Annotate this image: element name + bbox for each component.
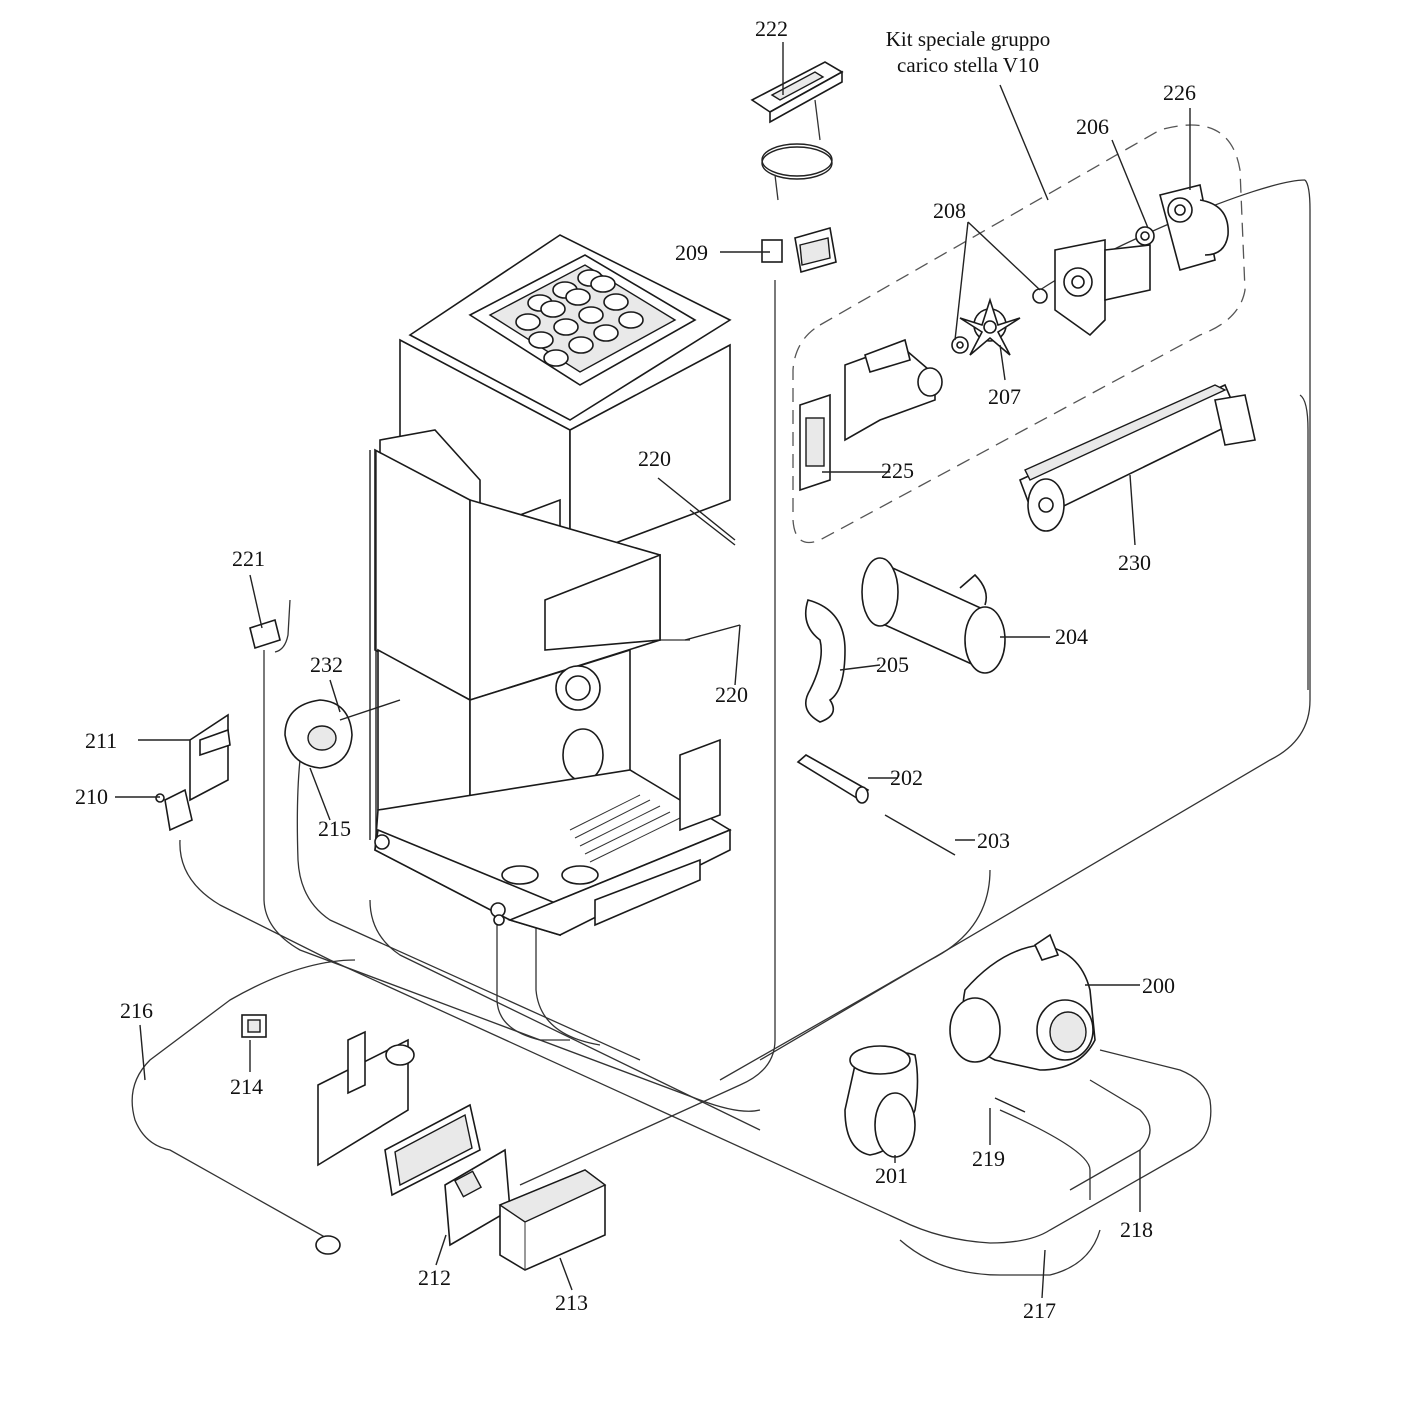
label-220-upper: 220 bbox=[638, 446, 671, 471]
label-205: 205 bbox=[876, 652, 909, 677]
label-208: 208 bbox=[933, 198, 966, 223]
part-201-elbow[interactable] bbox=[844, 1045, 919, 1158]
label-218: 218 bbox=[1120, 1217, 1153, 1242]
label-201: 201 bbox=[875, 1163, 908, 1188]
label-213: 213 bbox=[555, 1290, 588, 1315]
part-211-bracket[interactable] bbox=[189, 713, 231, 802]
label-214: 214 bbox=[230, 1074, 263, 1099]
part-213-power-module[interactable] bbox=[498, 1169, 607, 1271]
label-212: 212 bbox=[418, 1265, 451, 1290]
part-219-rod[interactable] bbox=[994, 1097, 1026, 1113]
part-210-thermostat[interactable] bbox=[155, 788, 193, 832]
part-205-hose[interactable] bbox=[804, 599, 846, 723]
part-220-sensors[interactable] bbox=[684, 509, 741, 641]
kit-label-line2: carico stella V10 bbox=[897, 53, 1039, 77]
label-220-lower: 220 bbox=[715, 682, 748, 707]
part-230-auger[interactable] bbox=[1018, 383, 1256, 532]
label-215: 215 bbox=[318, 816, 351, 841]
part-212-board[interactable] bbox=[384, 1103, 511, 1247]
part-204-exhaust-pipe[interactable] bbox=[861, 557, 1006, 674]
label-203: 203 bbox=[977, 828, 1010, 853]
part-200-extractor-fan[interactable] bbox=[949, 933, 1096, 1071]
burner-holes bbox=[515, 269, 644, 367]
label-222: 222 bbox=[755, 16, 788, 41]
label-226: 226 bbox=[1163, 80, 1196, 105]
part-226-gear-motor[interactable] bbox=[1159, 184, 1229, 271]
label-216: 216 bbox=[120, 998, 153, 1023]
base-grill bbox=[569, 794, 681, 863]
kit-label-line1: Kit speciale gruppo bbox=[886, 27, 1050, 51]
label-202: 202 bbox=[890, 765, 923, 790]
leader-lines bbox=[115, 42, 1191, 1299]
kit-dashed-outline bbox=[792, 124, 1246, 544]
label-200: 200 bbox=[1142, 973, 1175, 998]
label-232: 232 bbox=[310, 652, 343, 677]
label-209: 209 bbox=[675, 240, 708, 265]
label-207: 207 bbox=[988, 384, 1021, 409]
part-214-switch[interactable] bbox=[241, 1014, 267, 1038]
label-230: 230 bbox=[1118, 550, 1151, 575]
label-219: 219 bbox=[972, 1146, 1005, 1171]
part-203-rod[interactable] bbox=[884, 814, 956, 856]
part-222-control-panel[interactable] bbox=[750, 61, 844, 201]
label-211: 211 bbox=[85, 728, 117, 753]
part-225-feeder-body[interactable] bbox=[799, 338, 943, 492]
part-215-fan[interactable] bbox=[284, 699, 401, 769]
label-225: 225 bbox=[881, 458, 914, 483]
label-204: 204 bbox=[1055, 624, 1088, 649]
mounting-plate bbox=[317, 1030, 415, 1167]
part-209-switch[interactable] bbox=[761, 226, 837, 274]
part-221-sensor[interactable] bbox=[249, 599, 291, 653]
part-206-bearing[interactable] bbox=[1135, 226, 1155, 246]
stove-body bbox=[369, 234, 732, 937]
label-206: 206 bbox=[1076, 114, 1109, 139]
part-207-star-feeder[interactable] bbox=[959, 297, 1021, 356]
label-217: 217 bbox=[1023, 1298, 1056, 1323]
part-208-plate[interactable] bbox=[951, 239, 1151, 354]
part-216-connector[interactable] bbox=[315, 1235, 341, 1255]
label-210: 210 bbox=[75, 784, 108, 809]
label-221: 221 bbox=[232, 546, 265, 571]
part-202-pipe[interactable] bbox=[796, 754, 870, 804]
